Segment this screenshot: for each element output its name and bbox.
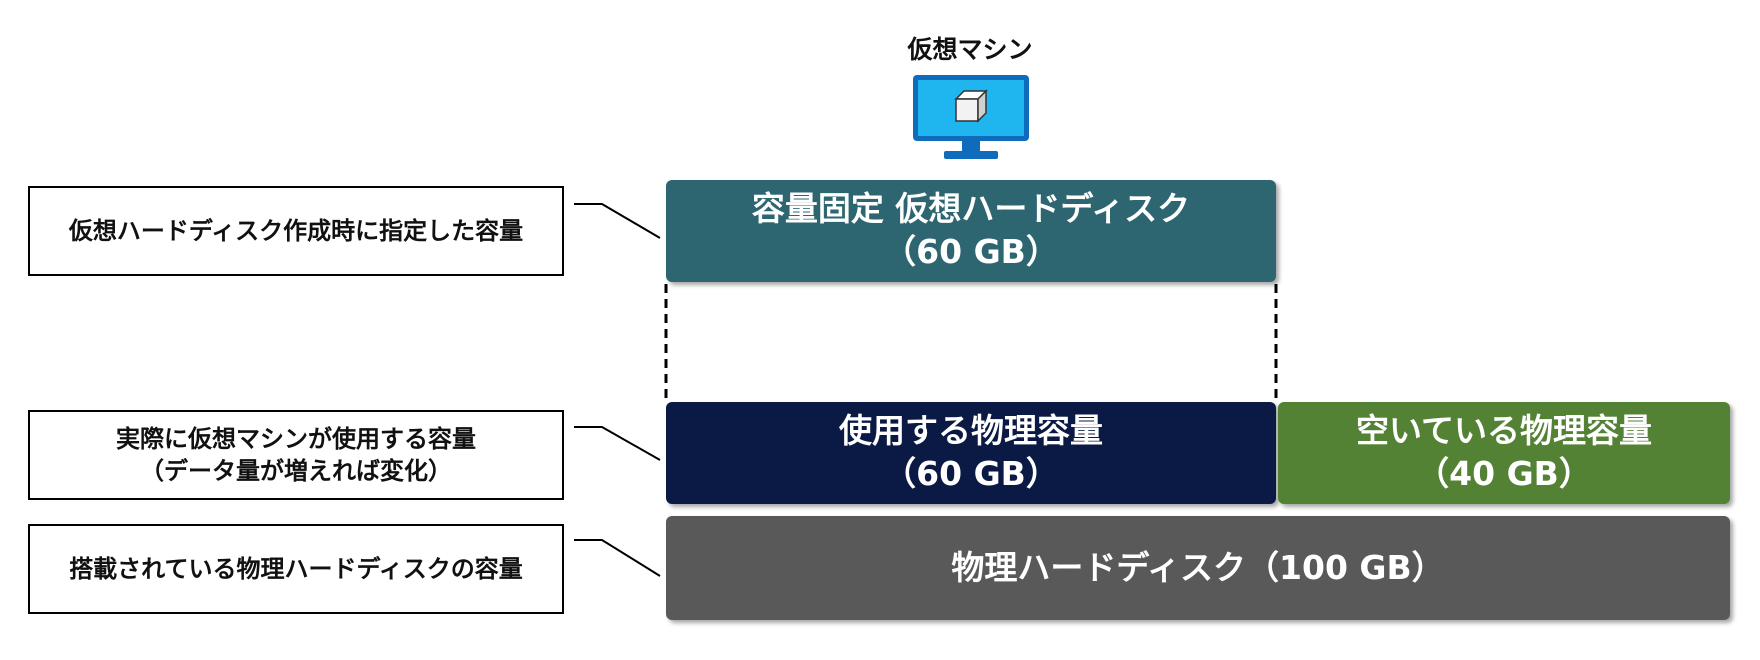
fixed-virtual-disk-block: 容量固定 仮想ハードディスク （60 GB） <box>666 180 1276 282</box>
vm-title: 仮想マシン <box>907 35 1033 64</box>
leader-line-actual <box>574 426 661 461</box>
annotation-installed-capacity: 搭載されている物理ハードディスクの容量 <box>28 524 564 614</box>
virtual-machine-monitor-icon <box>913 75 1029 159</box>
annotation-specified-capacity: 仮想ハードディスク作成時に指定した容量 <box>28 186 564 276</box>
annotation-actual-line2: （データ量が増えれば変化） <box>140 457 452 485</box>
free-capacity-size: （40 GB） <box>1416 454 1592 493</box>
fixed-disk-label: 容量固定 仮想ハードディスク <box>751 189 1191 229</box>
physical-disk-label: 物理ハードディスク（100 GB） <box>951 547 1445 587</box>
physical-disk-block: 物理ハードディスク（100 GB） <box>666 516 1730 620</box>
annotation-installed-text: 搭載されている物理ハードディスクの容量 <box>69 554 523 583</box>
leader-line-installed <box>574 539 661 577</box>
free-physical-capacity-block: 空いている物理容量 （40 GB） <box>1278 402 1730 504</box>
free-capacity-label: 空いている物理容量 <box>1355 411 1652 451</box>
used-capacity-label: 使用する物理容量 <box>839 411 1103 451</box>
leader-line-specified <box>574 203 661 239</box>
annotation-actual-line1: 実際に仮想マシンが使用する容量 <box>116 424 476 453</box>
used-physical-capacity-block: 使用する物理容量 （60 GB） <box>666 402 1276 504</box>
annotation-actual-usage: 実際に仮想マシンが使用する容量 （データ量が増えれば変化） <box>28 410 564 500</box>
fixed-disk-size: （60 GB） <box>883 232 1059 271</box>
used-capacity-size: （60 GB） <box>883 454 1059 493</box>
annotation-specified-text: 仮想ハードディスク作成時に指定した容量 <box>68 216 524 245</box>
